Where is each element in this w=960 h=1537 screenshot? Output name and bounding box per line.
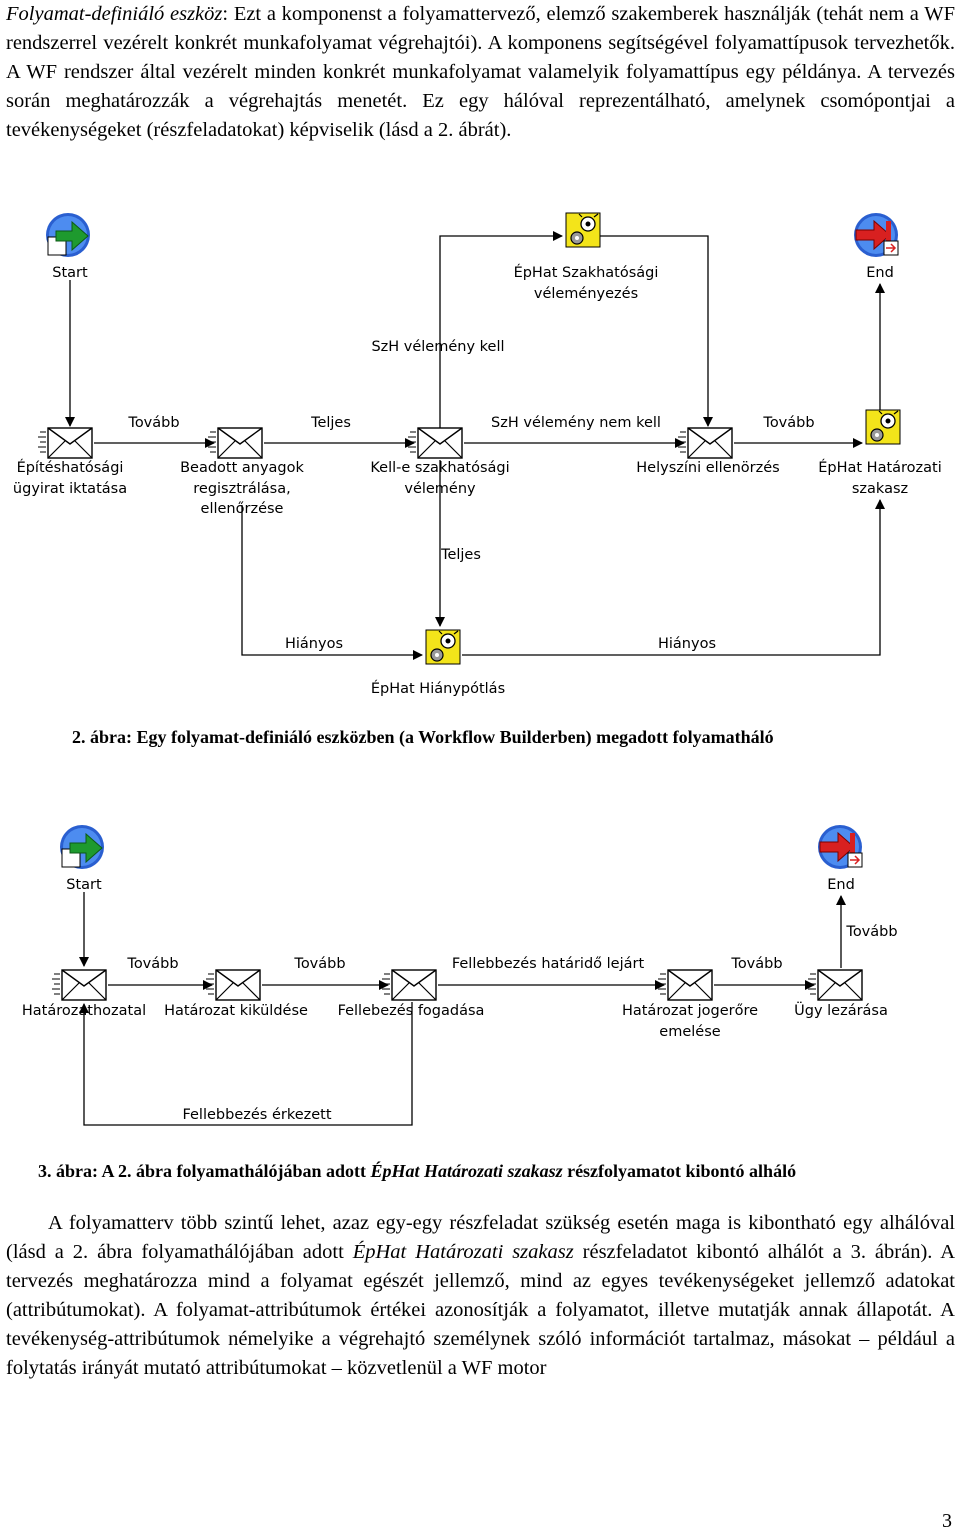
- connection-lines: [79, 892, 846, 1126]
- bottom-paragraph-part2: részfeladatot kibontó alhálót a 3. ábrán…: [6, 1241, 955, 1379]
- edge-label-tovabb-3: Tovább: [730, 956, 782, 972]
- edge-label-szh-kell: SzH vélemény kell: [371, 339, 504, 355]
- page-number: 3: [942, 1510, 952, 1532]
- node-label-end: End: [866, 265, 894, 281]
- node-label-end: End: [827, 877, 855, 893]
- node-label-helyszini: Helyszíni ellenörzés: [636, 460, 779, 476]
- subprocess-icon: [425, 629, 461, 665]
- figure-3-caption: 3. ábra: A 2. ábra folyamathálójában ado…: [38, 1161, 796, 1182]
- connection-lines: [65, 231, 885, 660]
- bottom-paragraph-part1: A folyamatterv több szintű lehet, azaz e…: [6, 1212, 955, 1263]
- node-label-ugy-lezarasa: Ügy lezárása: [794, 1001, 888, 1019]
- node-label-szakhat-2: véleményezés: [534, 286, 638, 302]
- envelope-icon: [207, 427, 263, 459]
- edge-label-tovabb-2: Tovább: [762, 415, 814, 431]
- node-label-szakhat: ÉpHat Szakhatósági: [514, 264, 659, 281]
- edge-label-szh-nem-kell: SzH vélemény nem kell: [491, 415, 661, 431]
- node-label-start: Start: [66, 877, 102, 893]
- subprocess-icon: [865, 409, 901, 445]
- figure-3-diagram: Start End Határozathozatal Határozat kik…: [22, 824, 898, 1126]
- edge-label-tovabb-2: Tovább: [293, 956, 345, 972]
- envelope-icon: [807, 969, 863, 1001]
- envelope-icon: [51, 969, 107, 1001]
- node-label-beadott-3: ellenőrzése: [201, 501, 284, 517]
- start-icon: [45, 212, 91, 258]
- node-label-jogerore: Határozat jogerőre: [622, 1003, 758, 1019]
- edge-label-tovabb-4: Tovább: [845, 924, 897, 940]
- node-label-hianypotlas: ÉpHat Hiánypótlás: [371, 680, 505, 697]
- node-label-kikuldese: Határozat kiküldése: [164, 1003, 308, 1019]
- term: Folyamat-definiáló eszköz: [6, 3, 223, 25]
- figure-2-caption-text: 2. ábra: Egy folyamat-definiáló eszközbe…: [72, 727, 774, 747]
- envelope-icon: [37, 427, 93, 459]
- top-paragraph-text: : Ezt a komponenst a folyamattervező, el…: [6, 3, 955, 141]
- node-label-kell-2: vélemény: [404, 481, 476, 497]
- figure-3-caption-pre: 3. ábra: A 2. ábra folyamathálójában ado…: [38, 1161, 371, 1181]
- node-label-hatarozathozatal: Határozathozatal: [22, 1003, 146, 1019]
- figure-2-diagram: Start End ÉpHat Szakhatósági véleményezé…: [13, 212, 942, 697]
- end-icon: [853, 212, 899, 258]
- figure-3-caption-post: részfolyamatot kibontó alháló: [562, 1161, 797, 1181]
- node-label-jogerore-2: emelése: [659, 1024, 720, 1040]
- edge-label-tovabb: Tovább: [126, 956, 178, 972]
- envelope-icon: [407, 427, 463, 459]
- figure-2-caption: 2. ábra: Egy folyamat-definiáló eszközbe…: [72, 727, 774, 748]
- node-label-beadott-2: regisztrálása,: [193, 481, 290, 497]
- bottom-paragraph-italic: ÉpHat Határozati szakasz: [352, 1241, 574, 1263]
- figure-3-caption-italic: ÉpHat Határozati szakasz: [370, 1161, 563, 1181]
- node-label-iktatas: Építéshatósági: [17, 459, 124, 476]
- edge-label-hianyos-2: Hiányos: [658, 636, 716, 652]
- end-icon: [817, 824, 863, 870]
- edge-label-hianyos: Hiányos: [285, 636, 343, 652]
- node-label-iktatas-2: ügyirat iktatása: [13, 481, 127, 497]
- node-label-kell: Kell-e szakhatósági: [370, 460, 509, 476]
- edge-label-teljes: Teljes: [310, 415, 351, 431]
- top-paragraph: Folyamat-definiáló eszköz: Ezt a kompone…: [6, 0, 955, 145]
- node-label-beadott: Beadott anyagok: [180, 460, 304, 476]
- node-label-hatarozati: ÉpHat Határozati: [818, 459, 942, 476]
- node-label-start: Start: [52, 265, 88, 281]
- subprocess-icon: [565, 212, 601, 248]
- envelope-icon: [677, 427, 733, 459]
- envelope-icon: [205, 969, 261, 1001]
- node-label-fellebezes-fogadasa: Fellebezés fogadása: [338, 1003, 485, 1019]
- edge-label-tovabb: Tovább: [127, 415, 179, 431]
- envelope-icon: [657, 969, 713, 1001]
- bottom-paragraph: A folyamatterv több szintű lehet, azaz e…: [6, 1209, 955, 1383]
- edge-label-teljes-2: Teljes: [440, 547, 481, 563]
- node-label-hatarozati-2: szakasz: [852, 481, 908, 497]
- edge-label-hatarido: Fellebbezés határidő lejárt: [452, 956, 645, 972]
- envelope-icon: [381, 969, 437, 1001]
- start-icon: [59, 824, 105, 870]
- edge-label-erkezett: Fellebbezés érkezett: [182, 1107, 331, 1123]
